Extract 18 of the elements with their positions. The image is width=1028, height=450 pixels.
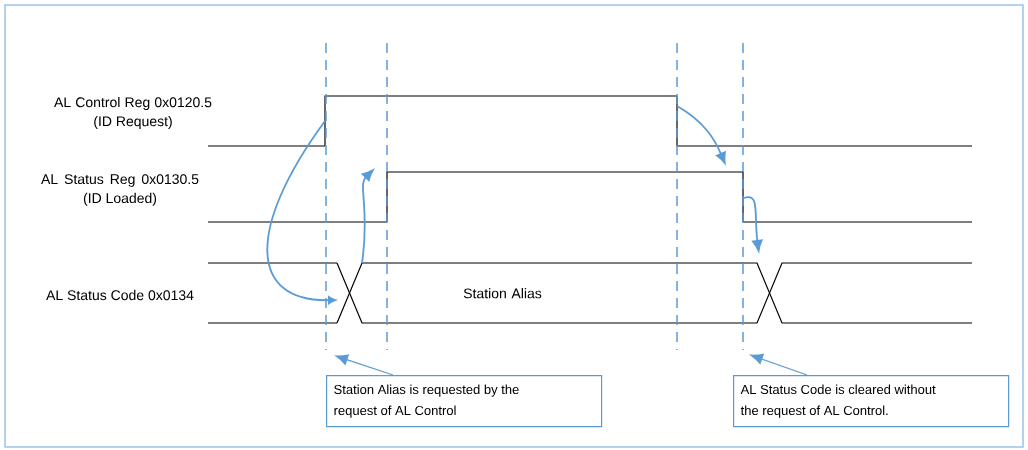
signal-waveform (324, 95, 973, 147)
leader-line (750, 353, 808, 376)
leader-line (335, 354, 394, 376)
callout-box: Station Alias is requested by the request of AL Control (326, 375, 603, 428)
dashed-marker-line (386, 42, 388, 351)
signal-name: AL Status Reg 0x0130.5 (ID Loaded) (41, 174, 199, 206)
dashed-marker-line (676, 42, 678, 351)
dashed-marker-line (325, 42, 327, 351)
signal-name: AL Control Reg 0x0120.5 (ID Request) (54, 96, 212, 129)
arrow (743, 196, 763, 252)
arrow (266, 120, 337, 305)
arrow (676, 105, 726, 164)
signal-waveform (386, 171, 973, 223)
arrow (361, 169, 374, 264)
callout-box: AL Status Code is cleared without the request of AL Control. (733, 375, 1010, 428)
dashed-marker-line (742, 42, 744, 351)
signal-waveform: Station Alias (336, 262, 973, 324)
signal-name: AL Status Code 0x0134 (46, 289, 194, 301)
